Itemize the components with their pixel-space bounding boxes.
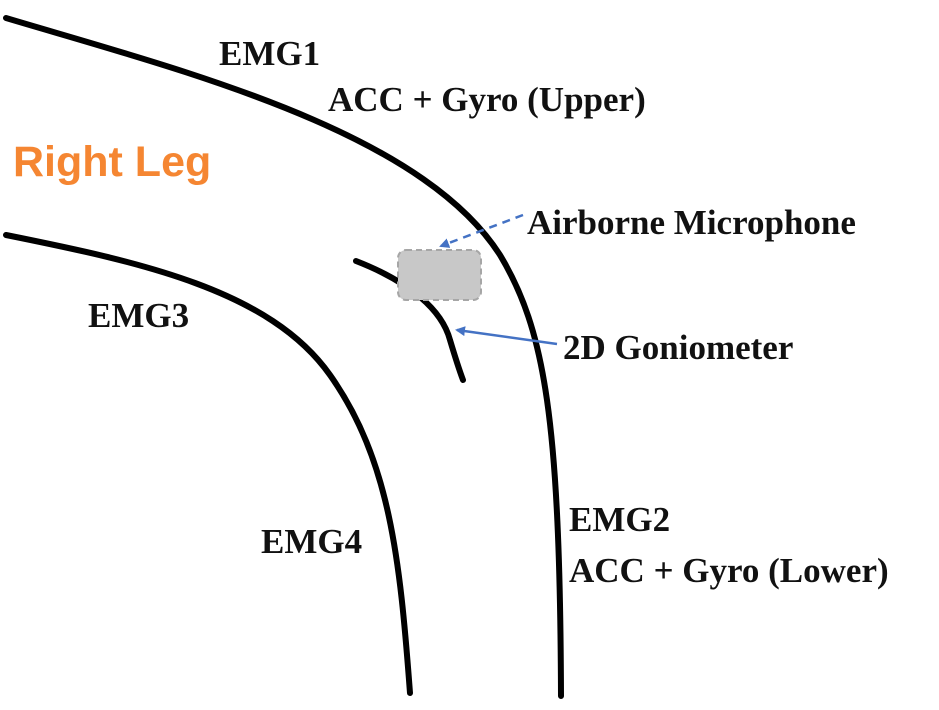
- microphone-arrow: [439, 213, 524, 248]
- label-emg1: EMG1: [219, 34, 321, 73]
- label-acc-gyro-upper: ACC + Gyro (Upper): [328, 80, 646, 119]
- label-emg2: EMG2: [569, 500, 671, 539]
- diagram-title: Right Leg: [13, 138, 212, 186]
- goniometer-sensor: [353, 258, 466, 383]
- label-acc-gyro-lower: ACC + Gyro (Lower): [569, 551, 889, 590]
- microphone-sensor: [397, 249, 482, 301]
- goniometer-arrow: [455, 326, 558, 346]
- label-airborne-microphone: Airborne Microphone: [527, 203, 856, 242]
- label-emg4: EMG4: [261, 522, 363, 561]
- leg-outline-inner: [3, 232, 413, 696]
- label-emg3: EMG3: [88, 296, 190, 335]
- label-goniometer: 2D Goniometer: [563, 328, 794, 367]
- leg-outline-outer: [3, 15, 564, 699]
